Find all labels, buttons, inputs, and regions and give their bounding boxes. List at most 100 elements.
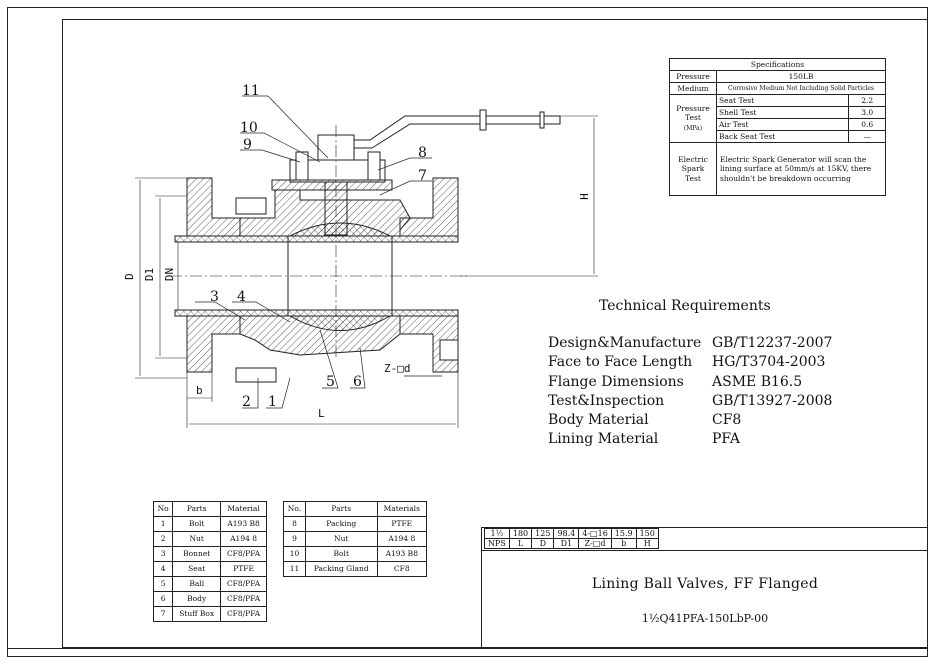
table-cell: b	[610, 538, 637, 549]
table-cell: 125	[531, 528, 555, 539]
table-row: Specifications	[669, 58, 886, 71]
table-cell: 5	[152, 576, 174, 592]
bonnet	[271, 179, 393, 191]
table-cell: A193 B8	[376, 546, 428, 562]
spec-medium-label: Medium	[669, 82, 717, 95]
flange-bolt-top	[235, 197, 267, 215]
table-cell: 4-□16	[578, 528, 612, 539]
table-cell: Materials	[376, 501, 428, 517]
table-cell: PTFE	[220, 561, 267, 577]
lining-top	[174, 235, 459, 243]
spec-pressure-test-unit: (MPa)	[683, 124, 703, 132]
table-cell: CF8/PFA	[220, 546, 267, 562]
dim-label-D1: D1	[143, 267, 157, 282]
spec-test-name: Seat Test	[715, 94, 850, 107]
table-cell: 6	[152, 591, 174, 607]
text: PFA	[712, 431, 741, 447]
table-cell: Z-□d	[578, 538, 612, 549]
callout-4: 4	[237, 289, 246, 305]
callout-9: 9	[243, 137, 252, 153]
text: Test&Inspection	[548, 393, 665, 409]
tech-requirements-heading: Technical Requirements	[599, 298, 771, 314]
left-flange-bottom	[186, 315, 241, 373]
text: GB/T13927-2008	[712, 393, 833, 409]
callout-2: 2	[242, 394, 251, 410]
table-cell: CF8/PFA	[220, 606, 267, 622]
table-cell: NPS	[484, 538, 510, 549]
title-block: Lining Ball Valves, FF Flanged 1½Q41PFA-…	[481, 527, 928, 648]
drawing-frame-inner	[62, 19, 928, 648]
callout-7: 7	[418, 168, 427, 184]
text: Face to Face Length	[548, 354, 693, 370]
valve-title: Lining Ball Valves, FF Flanged	[591, 576, 819, 592]
dim-label-Zd: Z-□d	[384, 362, 411, 375]
table-cell: 15.9	[610, 528, 637, 539]
table-cell: Parts	[172, 501, 222, 517]
table-cell: 180	[508, 528, 533, 539]
text: CF8	[712, 412, 742, 428]
table-cell: Bolt	[304, 546, 378, 562]
table-cell: 7	[152, 606, 174, 622]
table-cell: 8	[283, 516, 306, 532]
spec-pressure-value: 150LB	[716, 70, 886, 83]
spec-title: Specifications	[669, 58, 886, 71]
callout-11: 11	[242, 83, 260, 99]
callout-10: 10	[240, 120, 258, 136]
lining-bottom	[174, 309, 459, 317]
table-cell: 9	[283, 531, 306, 547]
callout-5: 5	[326, 374, 335, 390]
bolt-right	[367, 151, 381, 181]
table-cell: 1½	[484, 528, 510, 539]
table-cell: 1	[152, 516, 174, 532]
table-cell: 2	[152, 531, 174, 547]
table-cell: A194 8	[376, 531, 428, 547]
spec-test-value: 2.2	[848, 94, 886, 107]
table-cell: No.	[283, 501, 306, 517]
text: Lining Material	[548, 431, 659, 447]
spec-test-value: —	[848, 130, 886, 143]
dim-label-b: b	[196, 384, 203, 397]
spec-pressure-test-cell: Pressure Test(MPa)	[669, 94, 717, 143]
table-cell: D	[531, 538, 555, 549]
spec-spark-label: Electric Spark Test	[669, 142, 717, 196]
dim-label-H: H	[577, 193, 591, 200]
spec-spark-text: Electric Spark Generator will scan the l…	[716, 142, 886, 196]
callout-1: 1	[268, 394, 277, 410]
table-cell: Body	[172, 591, 222, 607]
table-cell: D1	[553, 538, 580, 549]
table-cell: L	[508, 538, 533, 549]
table-cell: Seat	[172, 561, 222, 577]
spec-test-name: Back Seat Test	[715, 130, 850, 143]
spec-test-value: 3.0	[848, 106, 886, 119]
text: GB/T12237-2007	[712, 335, 833, 351]
table-cell: CF8	[376, 561, 428, 577]
spec-test-value: 0.6	[848, 118, 886, 131]
dim-label-L: L	[318, 407, 325, 420]
callout-3: 3	[210, 289, 219, 305]
frame-bottom-line	[7, 648, 928, 649]
table-cell: No	[152, 501, 174, 517]
table-cell: Ball	[172, 576, 222, 592]
spec-medium-value: Corrosive Medium Not Including Solid Par…	[716, 82, 886, 95]
dim-label-D: D	[122, 273, 136, 280]
handle	[353, 115, 561, 149]
